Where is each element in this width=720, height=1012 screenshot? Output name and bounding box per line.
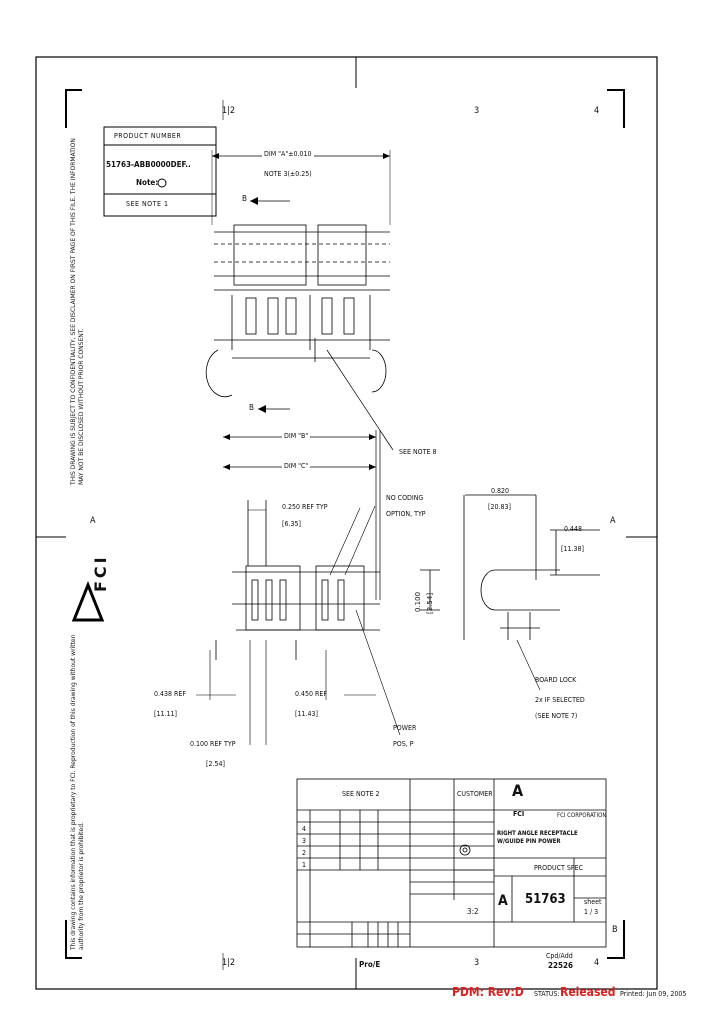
- zone-bottom-3: 3: [474, 958, 480, 968]
- coding-option: OPTION, TYP: [386, 510, 426, 518]
- tb-title: RIGHT ANGLE RECEPTACLE W/GUIDE PIN POWER: [497, 830, 578, 845]
- power-label: POWER: [393, 724, 417, 732]
- tb-customer: CUSTOMER: [457, 790, 493, 798]
- tb-company: FCI CORPORATION: [557, 812, 607, 819]
- board-lock-selected: 2x IF SELECTED: [535, 696, 585, 704]
- dim-448-mm: [11.38]: [561, 545, 584, 553]
- ref-250-mm: [6.35]: [282, 520, 301, 528]
- tb-rev-2: 2: [302, 849, 307, 857]
- tb-cpd-number: 22526: [548, 961, 574, 970]
- product-number: 51763-ABB0000DEF..: [106, 160, 191, 169]
- section-b-bottom: B: [249, 403, 254, 412]
- dim-820: 0.820: [491, 487, 510, 495]
- product-number-header: PRODUCT NUMBER: [114, 132, 182, 140]
- ref-100-mm: [2.54]: [206, 760, 225, 768]
- status-label: STATUS:: [534, 990, 560, 998]
- tb-brand-letter: A: [512, 781, 524, 800]
- tb-scale: 3:2: [467, 907, 479, 916]
- ref-250: 0.250 REF TYP: [282, 503, 328, 511]
- zone-top-1-2: 1|2: [222, 106, 236, 116]
- product-note: Note:: [136, 178, 159, 187]
- ref-450: 0.450 REF: [295, 690, 327, 698]
- tb-rev-1: 1: [302, 861, 307, 869]
- tb-rev-4: 4: [302, 825, 307, 833]
- ref-100: 0.100 REF TYP: [190, 740, 236, 748]
- printed-date: Printed: Jun 09, 2005: [620, 990, 687, 998]
- dim-a-note: NOTE 3(±0.25): [264, 170, 312, 178]
- dim-448: 0.448: [564, 525, 583, 533]
- product-see-note: SEE NOTE 1: [126, 200, 169, 208]
- zone-right-b: B: [612, 925, 618, 935]
- zone-left-a: A: [90, 516, 96, 526]
- zone-bottom-4: 4: [594, 958, 600, 968]
- see-note-8: SEE NOTE 8: [399, 448, 437, 456]
- board-lock: BOARD LOCK: [535, 676, 577, 684]
- pdm-revision: PDM: Rev:D: [452, 985, 524, 999]
- ref-438-mm: [11.11]: [154, 710, 177, 718]
- tb-proje: Pro/E: [359, 960, 381, 969]
- tb-size: A: [498, 893, 508, 909]
- dim-b-label: DIM "B": [282, 432, 311, 440]
- tb-sheet: 1 / 3: [584, 908, 599, 916]
- dim-center: 0.100: [414, 591, 422, 612]
- dim-820-mm: [20.83]: [488, 503, 511, 511]
- tb-cpd: Cpd/Add: [546, 952, 573, 960]
- zone-bottom-1-2: 1|2: [222, 958, 236, 968]
- zone-right-a: A: [610, 516, 616, 526]
- tb-sheet-label: sheet: [584, 898, 602, 906]
- ref-438: 0.438 REF: [154, 690, 186, 698]
- tb-doc-type: PRODUCT SPEC: [534, 864, 584, 872]
- section-b-top: B: [242, 194, 247, 203]
- side-logo-brand: FCI: [91, 554, 110, 592]
- zone-top-3: 3: [474, 106, 480, 116]
- dim-a-label: DIM "A"±0.010: [262, 150, 314, 158]
- tb-see-note-2: SEE NOTE 2: [342, 790, 380, 798]
- tb-rev-3: 3: [302, 837, 307, 845]
- ref-450-mm: [11.43]: [295, 710, 318, 718]
- side-disclaimer-upper: THIS DRAWING IS SUBJECT TO CONFIDENTIALI…: [70, 138, 85, 485]
- coding-label: NO CODING: [386, 494, 424, 502]
- zone-top-4: 4: [594, 106, 600, 116]
- power-pos: POS, P: [393, 740, 414, 748]
- tb-number: 51763: [525, 892, 566, 907]
- dim-c-label: DIM "C": [282, 462, 311, 470]
- tb-brand: FCI: [513, 810, 525, 818]
- side-disclaimer-lower: This drawing contains information that i…: [70, 634, 85, 950]
- status-value: Released: [560, 985, 616, 999]
- board-lock-note: (SEE NOTE 7): [535, 712, 578, 720]
- dim-center-mm: [2.54]: [426, 592, 434, 614]
